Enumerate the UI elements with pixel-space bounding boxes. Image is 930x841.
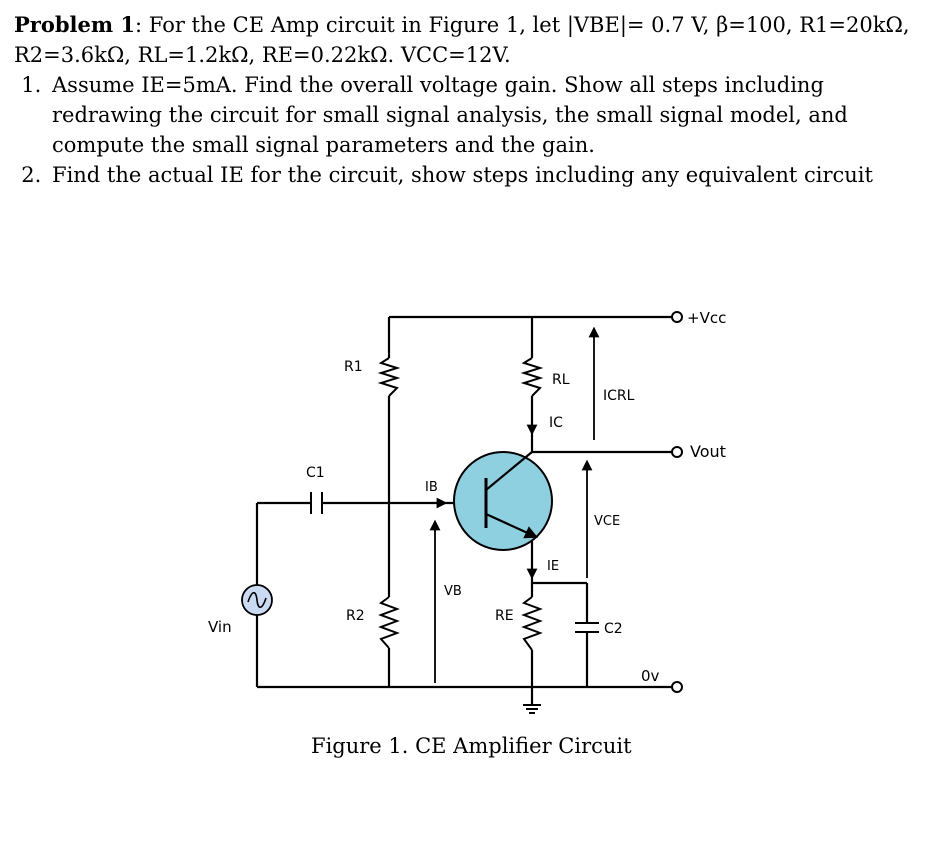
problem-intro: Problem 1: For the CE Amp circuit in Fig… <box>14 10 919 70</box>
capacitor-c1 <box>310 492 323 514</box>
label-c1: C1 <box>306 465 325 481</box>
terminals <box>671 311 683 693</box>
label-r1: R1 <box>344 359 363 375</box>
label-vin: Vin <box>208 618 232 636</box>
label-ic: IC <box>549 415 563 431</box>
terminal-vout <box>671 446 683 458</box>
label-r2: R2 <box>346 608 365 624</box>
label-vout: Vout <box>690 442 726 461</box>
ac-source <box>241 584 273 616</box>
label-c2: C2 <box>604 621 623 637</box>
indicator-arrows <box>426 326 600 683</box>
label-vb: VB <box>444 584 462 599</box>
resistor-r2 <box>378 596 400 649</box>
label-ie: IE <box>547 559 559 574</box>
label-ib: IB <box>425 480 438 495</box>
terminal-vcc <box>671 311 683 323</box>
label-vcc: +Vcc <box>687 309 726 327</box>
ground-icon <box>523 704 541 714</box>
problem-item-1: Assume IE=5mA. Find the overall voltage … <box>48 70 919 160</box>
resistors <box>377 357 544 651</box>
problem-intro-text: : For the CE Amp circuit in Figure 1, le… <box>14 13 910 67</box>
label-re: RE <box>495 608 514 624</box>
figure-caption: Figure 1. CE Amplifier Circuit <box>311 734 632 758</box>
resistor-r1 <box>377 357 401 397</box>
capacitor-c2 <box>575 622 599 633</box>
problem-statement: Problem 1: For the CE Amp circuit in Fig… <box>14 10 919 190</box>
resistor-re <box>521 596 543 651</box>
terminal-ov <box>671 681 683 693</box>
circuit-labels: +Vcc Vout Vin 0v C1 C2 R1 R2 RL RE IC IB… <box>208 309 726 685</box>
problem-items: Assume IE=5mA. Find the overall voltage … <box>14 70 919 190</box>
label-ov: 0v <box>641 667 660 685</box>
label-vce: VCE <box>594 514 620 529</box>
problem-heading: Problem 1 <box>14 12 136 37</box>
resistor-rl <box>520 357 544 397</box>
transistor <box>453 451 553 551</box>
problem-item-2: Find the actual IE for the circuit, show… <box>48 160 919 190</box>
label-icrl: ICRL <box>603 388 635 404</box>
label-rl: RL <box>552 372 570 388</box>
